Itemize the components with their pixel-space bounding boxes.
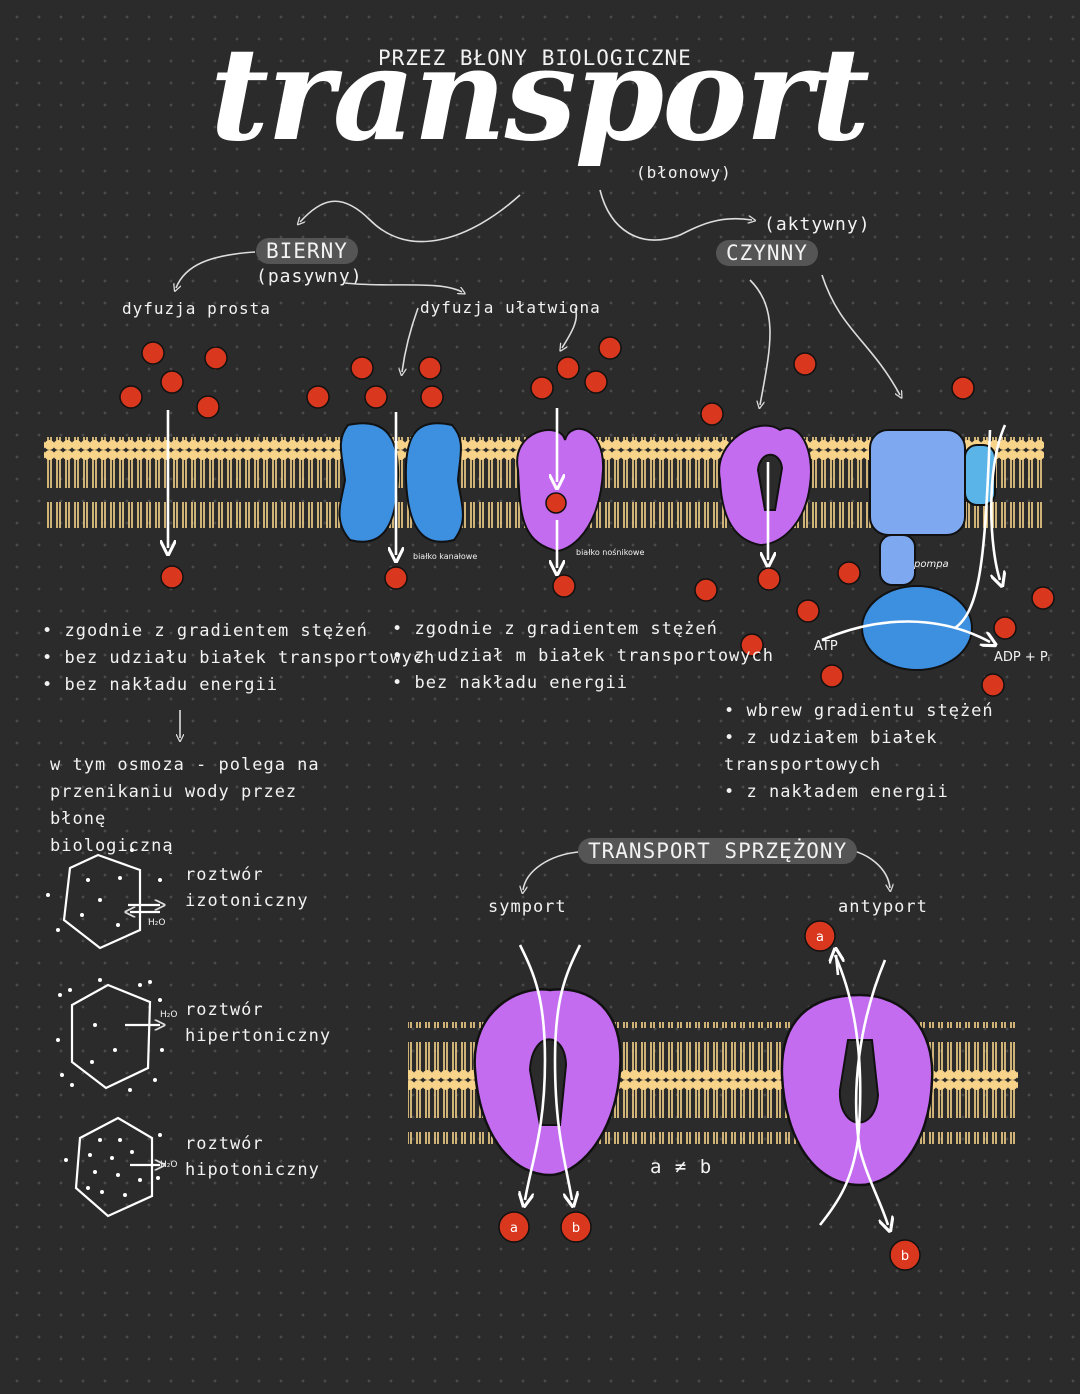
active-transport-label: CZYNNY	[716, 240, 818, 266]
simple-diffusion-bullets: zgodnie z gradientem stężeń bez udziału …	[42, 618, 435, 699]
bullet: zgodnie z gradientem stężeń	[392, 616, 774, 643]
hypertonic-cell	[70, 983, 152, 1090]
h2o-label: H₂O	[160, 1160, 178, 1170]
subtitle: PRZEZ BŁONY BIOLOGICZNE	[378, 46, 692, 70]
adp-label: ADP + Pᵢ	[994, 650, 1051, 665]
passive-alt-label: (pasywny)	[256, 266, 363, 287]
bullet: wbrew gradientu stężeń	[724, 698, 1080, 725]
osmosis-line: przenikaniu wody przez błonę	[50, 782, 298, 829]
molecule-a-label: a	[816, 930, 824, 945]
bullet: bez nakładu energii	[392, 670, 774, 697]
channel-protein-label: białko kanałowe	[413, 552, 478, 561]
hypotonic-cell	[74, 1116, 154, 1218]
simple-diffusion-label: dyfuzja prosta	[122, 299, 271, 318]
carrier-protein	[516, 427, 605, 552]
channel-protein	[338, 422, 464, 543]
molecule-b-label: b	[901, 1249, 909, 1264]
page-title: transport	[210, 20, 870, 170]
pump-label: pompa	[914, 559, 949, 570]
molecules	[119, 336, 1055, 1271]
coupled-transport-label: TRANSPORT SPRZĘŻONY	[578, 838, 858, 864]
bullet: z nakładem energii	[724, 779, 1080, 806]
solute-dots	[46, 848, 164, 1197]
h2o-label: H₂O	[160, 1010, 178, 1020]
bullet: bez udziału białek transportowych	[42, 645, 435, 672]
active-transport-bullets: wbrew gradientu stężeń z udziałem białek…	[724, 698, 1080, 806]
bullet: z udziałem białek transportowych	[724, 725, 1080, 779]
bullet: bez nakładu energii	[42, 672, 435, 699]
active-carrier-protein	[718, 424, 812, 547]
isotonic-cell	[62, 853, 142, 950]
molecule-b-label: b	[572, 1221, 580, 1236]
h2o-label: H₂O	[148, 918, 166, 928]
bullet: z udział m białek transportowych	[392, 643, 774, 670]
symport-label: symport	[488, 897, 567, 917]
title-note: (błonowy)	[636, 163, 732, 182]
atp-label: ATP	[814, 639, 838, 654]
molecule-a-label: a	[510, 1221, 518, 1236]
carrier-protein-label: białko nośnikowe	[576, 548, 645, 557]
inequality-label: a ≠ b	[650, 1156, 713, 1178]
osmosis-line: biologiczną	[50, 836, 174, 856]
bullet: zgodnie z gradientem stężeń	[42, 618, 435, 645]
osmosis-description: w tym osmoza - polega na przenikaniu wod…	[50, 752, 350, 860]
osmosis-line: w tym osmoza - polega na	[50, 755, 320, 775]
facilitated-diffusion-bullets: zgodnie z gradientem stężeń z udział m b…	[392, 616, 774, 697]
facilitated-diffusion-label: dyfuzja ułatwiona	[420, 298, 601, 317]
passive-transport-label: BIERNY	[256, 238, 358, 264]
antiport-label: antyport	[838, 897, 928, 917]
active-alt-label: (aktywny)	[764, 214, 871, 235]
